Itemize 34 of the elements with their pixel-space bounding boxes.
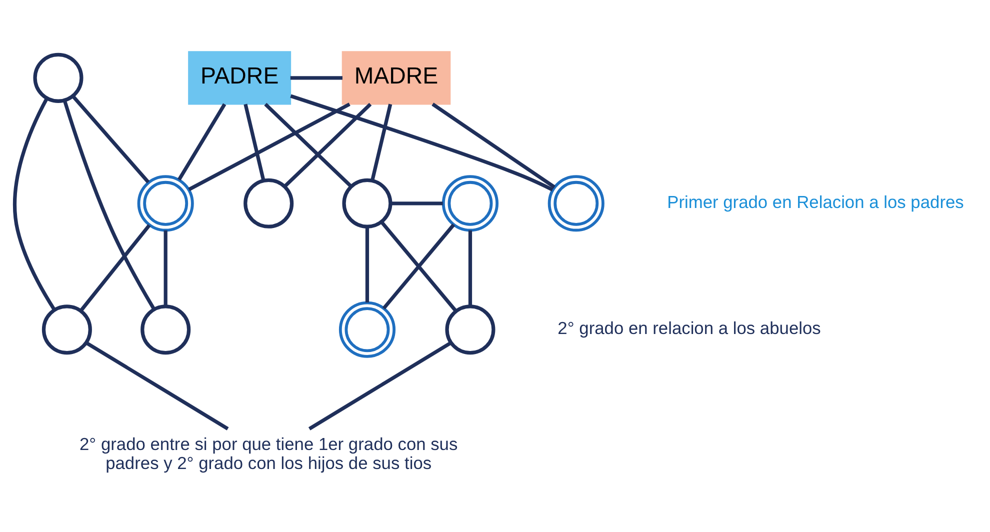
connector [13,96,56,310]
node-male [548,174,604,232]
label: Primer grado en Relacion a los padres [667,191,964,212]
connector [85,340,229,430]
connector [468,230,472,306]
node-male [137,174,194,232]
node-female [33,52,84,102]
connector [432,102,556,188]
node-female [42,304,92,354]
connector [290,94,554,191]
node-female [244,178,294,228]
connector [72,94,150,183]
connector [164,230,168,306]
connector [264,102,352,188]
connector [390,201,443,205]
connector [370,103,392,180]
node-male [338,300,396,358]
connector [290,76,342,80]
connector [283,102,372,188]
connector [177,102,226,180]
connector [188,102,350,191]
node-female [342,178,392,228]
node-box: MADRE [342,50,451,104]
node-text: 2° grado entre si por que tiene 1er grado con sus padres y 2° grado con los hijos de sus tios [79,434,458,473]
connector [365,226,370,302]
connector [80,224,151,312]
connector [308,340,452,430]
node-female [445,304,496,354]
connector [62,99,156,310]
node-box: PADRE [188,50,292,104]
node-male [442,174,499,232]
connector [244,103,266,180]
label: 2° grado en relacion a los abuelos [558,318,821,338]
node-female [140,304,191,354]
